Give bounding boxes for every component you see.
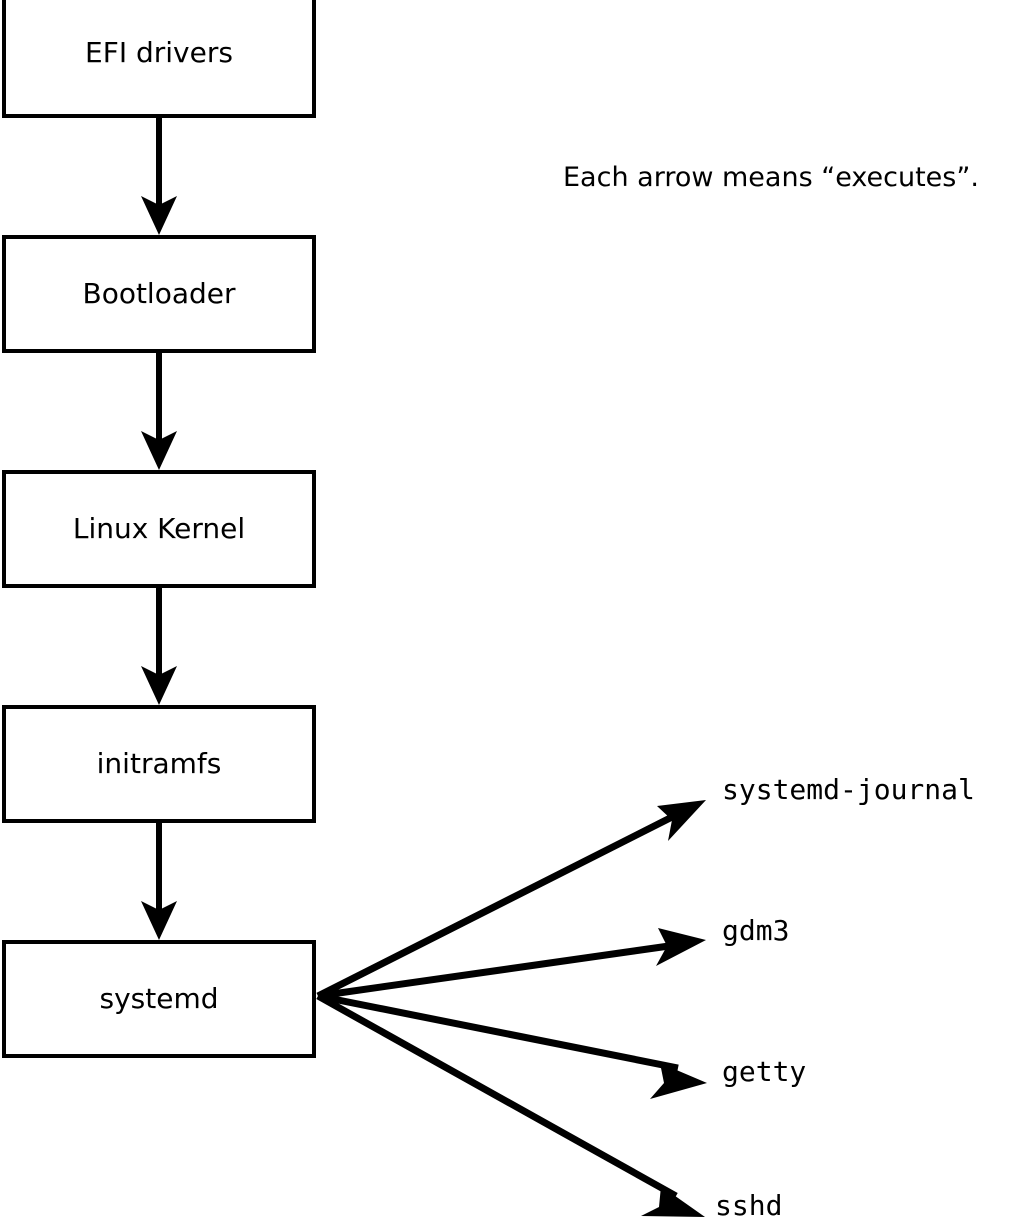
service-label-getty[interactable]: getty: [722, 1055, 807, 1088]
diagram-caption: Each arrow means “executes”.: [563, 162, 979, 193]
service-label-systemd-journal[interactable]: systemd-journal: [722, 773, 975, 806]
fan-arrow-systemd-journal: [316, 800, 706, 1000]
stage-box-initramfs[interactable]: initramfs: [2, 705, 316, 823]
stage-box-linux-kernel[interactable]: Linux Kernel: [2, 470, 316, 588]
stage-box-bootloader[interactable]: Bootloader: [2, 235, 316, 353]
stage-label-initramfs: initramfs: [96, 747, 222, 780]
chain-arrow-initramfs-to-systemd: [141, 823, 177, 940]
stage-box-efi-drivers[interactable]: EFI drivers: [2, 0, 316, 118]
stage-label-bootloader: Bootloader: [82, 277, 236, 310]
fan-arrow-gdm3: [317, 928, 706, 1000]
fan-arrow-getty: [317, 992, 707, 1099]
stage-label-linux-kernel: Linux Kernel: [72, 512, 246, 545]
chain-arrow-efi-to-bootloader: [141, 118, 177, 235]
stage-label-efi-drivers: EFI drivers: [85, 36, 233, 69]
chain-arrow-kernel-to-initramfs: [141, 588, 177, 705]
chain-arrow-bootloader-to-kernel: [141, 353, 177, 470]
stage-box-systemd[interactable]: systemd: [2, 940, 316, 1058]
stage-label-systemd: systemd: [99, 982, 219, 1015]
service-label-sshd[interactable]: sshd: [715, 1189, 783, 1222]
fan-arrow-sshd: [316, 992, 705, 1217]
service-label-gdm3[interactable]: gdm3: [722, 914, 790, 947]
